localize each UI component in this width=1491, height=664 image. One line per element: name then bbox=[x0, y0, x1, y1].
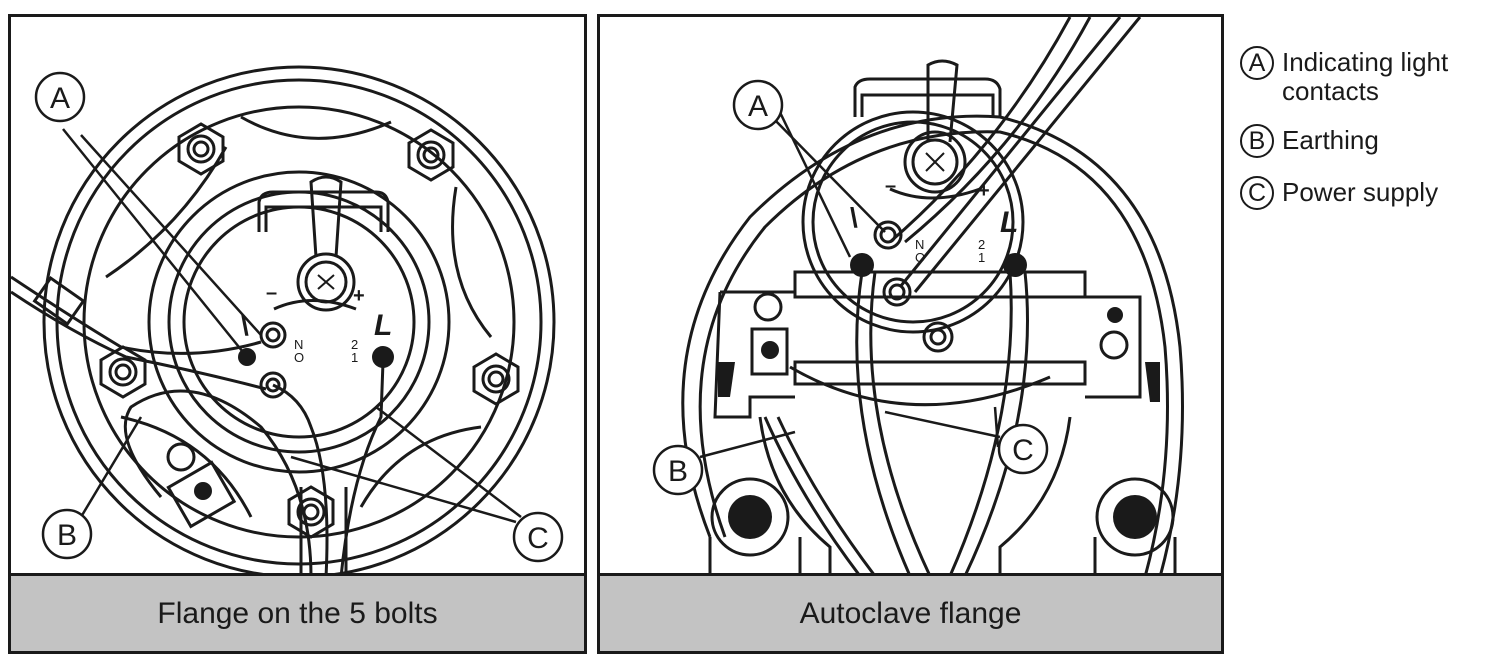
callout-c: C bbox=[1012, 434, 1034, 467]
terminal-block-n: N bbox=[915, 237, 924, 252]
callout-b: B bbox=[57, 519, 77, 552]
autoclave-flange-drawing: – + L \ N O 2 1 A B C bbox=[652, 17, 1184, 576]
n-terminal-label: \ bbox=[850, 202, 858, 233]
legend-letter: C bbox=[1240, 176, 1274, 210]
legend-letter: B bbox=[1240, 124, 1274, 158]
terminal-block-o: O bbox=[294, 350, 304, 365]
outer-ring bbox=[42, 65, 556, 576]
legend-item-b: B Earthing bbox=[1240, 124, 1490, 158]
legend-text: Power supply bbox=[1282, 177, 1439, 207]
legend: A Indicating light contacts B Earthing C… bbox=[1240, 46, 1490, 228]
minus-label: – bbox=[885, 175, 896, 197]
terminal-block-2: 2 bbox=[351, 337, 358, 352]
callout-b: B bbox=[668, 455, 688, 488]
terminal-block-1: 1 bbox=[351, 350, 358, 365]
terminal-block-1: 1 bbox=[978, 250, 985, 265]
caption: Flange on the 5 bolts bbox=[11, 573, 584, 651]
bolt bbox=[177, 122, 225, 176]
terminal-block-o: O bbox=[915, 250, 925, 265]
l-terminal-label: L bbox=[374, 309, 392, 342]
panel-autoclave-flange: – + L \ N O 2 1 A B C Autoclave flange bbox=[597, 14, 1224, 654]
plus-label: + bbox=[978, 180, 990, 202]
callout-a: A bbox=[748, 90, 768, 123]
flange-5-bolts-drawing: – + L \ N O 2 1 A B C bbox=[11, 65, 564, 576]
caption: Autoclave flange bbox=[600, 573, 1221, 651]
terminal-block-n: N bbox=[294, 337, 303, 352]
panel-flange-5-bolts: – + L \ N O 2 1 A B C Flange on the 5 bo… bbox=[8, 14, 587, 654]
legend-item-c: C Power supply bbox=[1240, 176, 1490, 210]
l-terminal-label: L bbox=[1000, 206, 1018, 239]
terminal-block-2: 2 bbox=[978, 237, 985, 252]
legend-letter: A bbox=[1240, 46, 1274, 80]
callout-c: C bbox=[527, 522, 549, 555]
bolt bbox=[407, 128, 455, 182]
legend-item-a: A Indicating light contacts bbox=[1240, 46, 1490, 106]
legend-text: Earthing bbox=[1282, 125, 1379, 155]
plus-label: + bbox=[353, 285, 365, 307]
legend-text: Indicating light contacts bbox=[1282, 47, 1449, 106]
n-terminal-label: \ bbox=[241, 310, 249, 341]
thermostat-head bbox=[801, 110, 1025, 334]
bolt bbox=[472, 352, 520, 406]
callout-a: A bbox=[50, 82, 70, 115]
minus-label: – bbox=[266, 282, 277, 304]
